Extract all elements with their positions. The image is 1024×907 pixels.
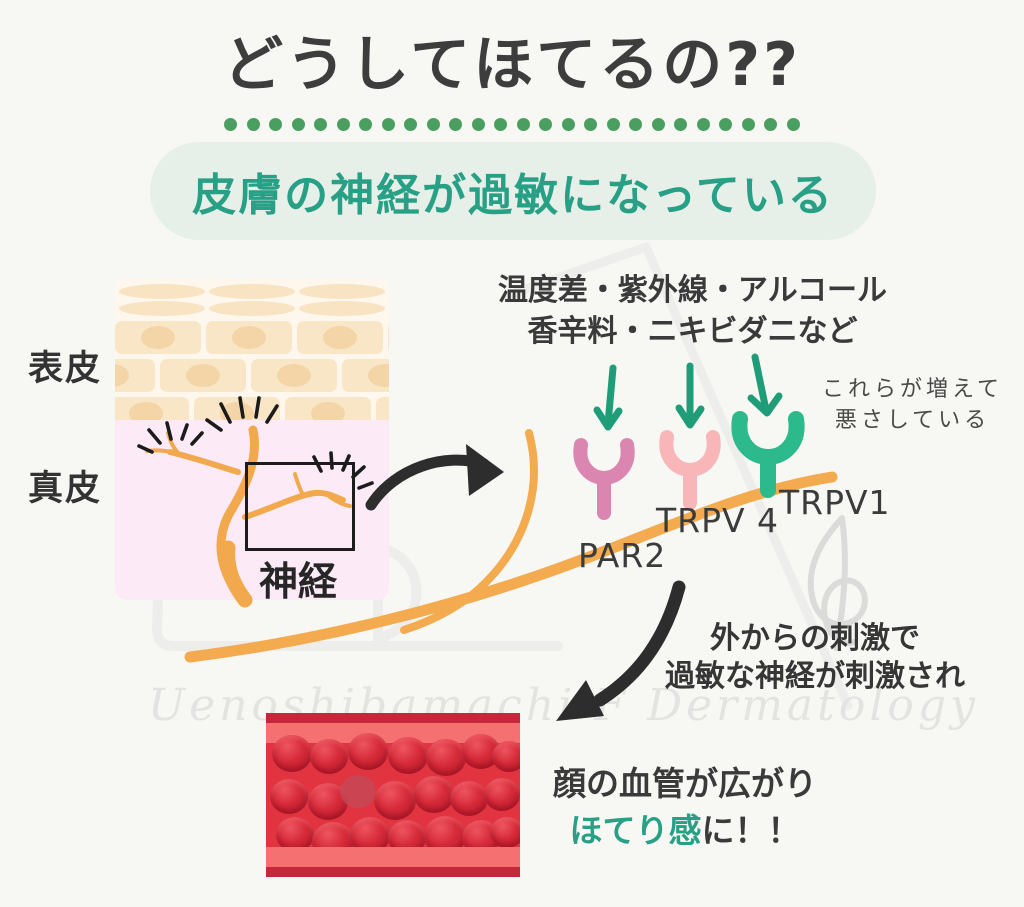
divider-dot <box>269 118 283 131</box>
side-note-line2: 悪さしている <box>834 408 991 433</box>
divider-dot <box>471 118 485 131</box>
red-blood-cell <box>388 737 428 774</box>
trigger-factors-text: 温度差・紫外線・アルコール 香辛料・ニキビダニなど <box>455 270 930 352</box>
red-blood-cell <box>340 775 376 808</box>
divider-dot <box>539 118 553 131</box>
red-blood-cell <box>276 817 314 852</box>
result-line2: ほてり感に！！ <box>540 807 830 854</box>
trigger-line1: 温度差・紫外線・アルコール <box>497 273 888 308</box>
result-line1: 顔の血管が広がり <box>553 764 817 803</box>
receptor-trpv4-shape <box>659 430 721 510</box>
nerve-highlight-box <box>245 462 355 551</box>
divider-dot <box>651 118 665 131</box>
receptor-par2-shape <box>573 438 635 520</box>
stimulus-note: 外からの刺激で 過敏な神経が刺激され <box>640 620 990 696</box>
vessel-wall <box>266 867 520 877</box>
divider-dot <box>359 118 373 131</box>
dotted-divider <box>224 118 800 131</box>
stimulus-line2: 過敏な神経が刺激され <box>665 659 965 694</box>
divider-dot <box>764 118 778 131</box>
vessel-wall-inner <box>266 723 520 743</box>
divider-dot <box>449 118 463 131</box>
divider-dot <box>786 118 800 131</box>
divider-dot <box>291 118 305 131</box>
red-blood-cell <box>492 741 520 772</box>
red-blood-cell <box>414 776 454 813</box>
red-blood-cell <box>310 739 348 774</box>
divider-dot <box>696 118 710 131</box>
dermis-label: 真皮 <box>28 469 103 509</box>
divider-dot <box>381 118 395 131</box>
divider-dot <box>224 118 237 131</box>
result-suffix: に！！ <box>701 811 801 850</box>
vessel-wall <box>266 713 520 723</box>
receptor-trpv1-shape <box>731 411 805 498</box>
trigger-arrows-icon <box>593 353 783 431</box>
divider-dot <box>561 118 575 131</box>
divider-dot <box>584 118 598 131</box>
red-blood-cell <box>490 817 520 848</box>
red-blood-cell <box>348 733 388 770</box>
red-blood-cell <box>270 779 308 814</box>
stimulus-line1: 外からの刺激で <box>710 621 920 656</box>
divider-dot <box>494 118 508 131</box>
divider-dot <box>719 118 733 131</box>
red-blood-cell <box>450 781 488 816</box>
divider-dot <box>741 118 755 131</box>
vessel-wall-inner <box>266 847 520 867</box>
divider-dot <box>314 118 328 131</box>
receptor-label-par2: PAR2 <box>578 536 667 575</box>
result-highlight: ほてり感 <box>569 811 702 850</box>
side-note-line1: これらが増えて <box>822 377 1003 402</box>
blood-vessel-illustration <box>266 713 520 877</box>
epidermis-label: 表皮 <box>28 349 103 389</box>
epidermis-illustration <box>115 278 389 420</box>
red-blood-cell <box>272 735 312 772</box>
receptor-increase-note: これらが増えて 悪さしている <box>820 374 1005 436</box>
trigger-line2: 香辛料・ニキビダニなど <box>527 314 858 349</box>
divider-dot <box>516 118 530 131</box>
nerve-label: 神経 <box>258 560 337 605</box>
headline-text: 皮膚の神経が過敏になっている <box>192 170 834 221</box>
divider-dot <box>404 118 418 131</box>
red-blood-cell <box>374 781 416 820</box>
divider-dot <box>246 118 260 131</box>
page-title: どうしてほてるの?? <box>223 30 801 100</box>
receptor-label-trpv1: TRPV1 <box>779 483 891 522</box>
vessel-lumen <box>266 733 520 861</box>
divider-dot <box>426 118 440 131</box>
flow-arrow-right-icon <box>365 444 504 511</box>
divider-dot <box>674 118 688 131</box>
red-blood-cell <box>426 739 466 776</box>
headline-pill: 皮膚の神経が過敏になっている <box>150 142 876 240</box>
divider-dot <box>606 118 620 131</box>
divider-dot <box>629 118 643 131</box>
divider-dot <box>336 118 350 131</box>
result-text: 顔の血管が広がり ほてり感に！！ <box>540 760 830 854</box>
receptor-label-trpv4: TRPV 4 <box>656 501 780 540</box>
red-blood-cell <box>484 778 520 811</box>
